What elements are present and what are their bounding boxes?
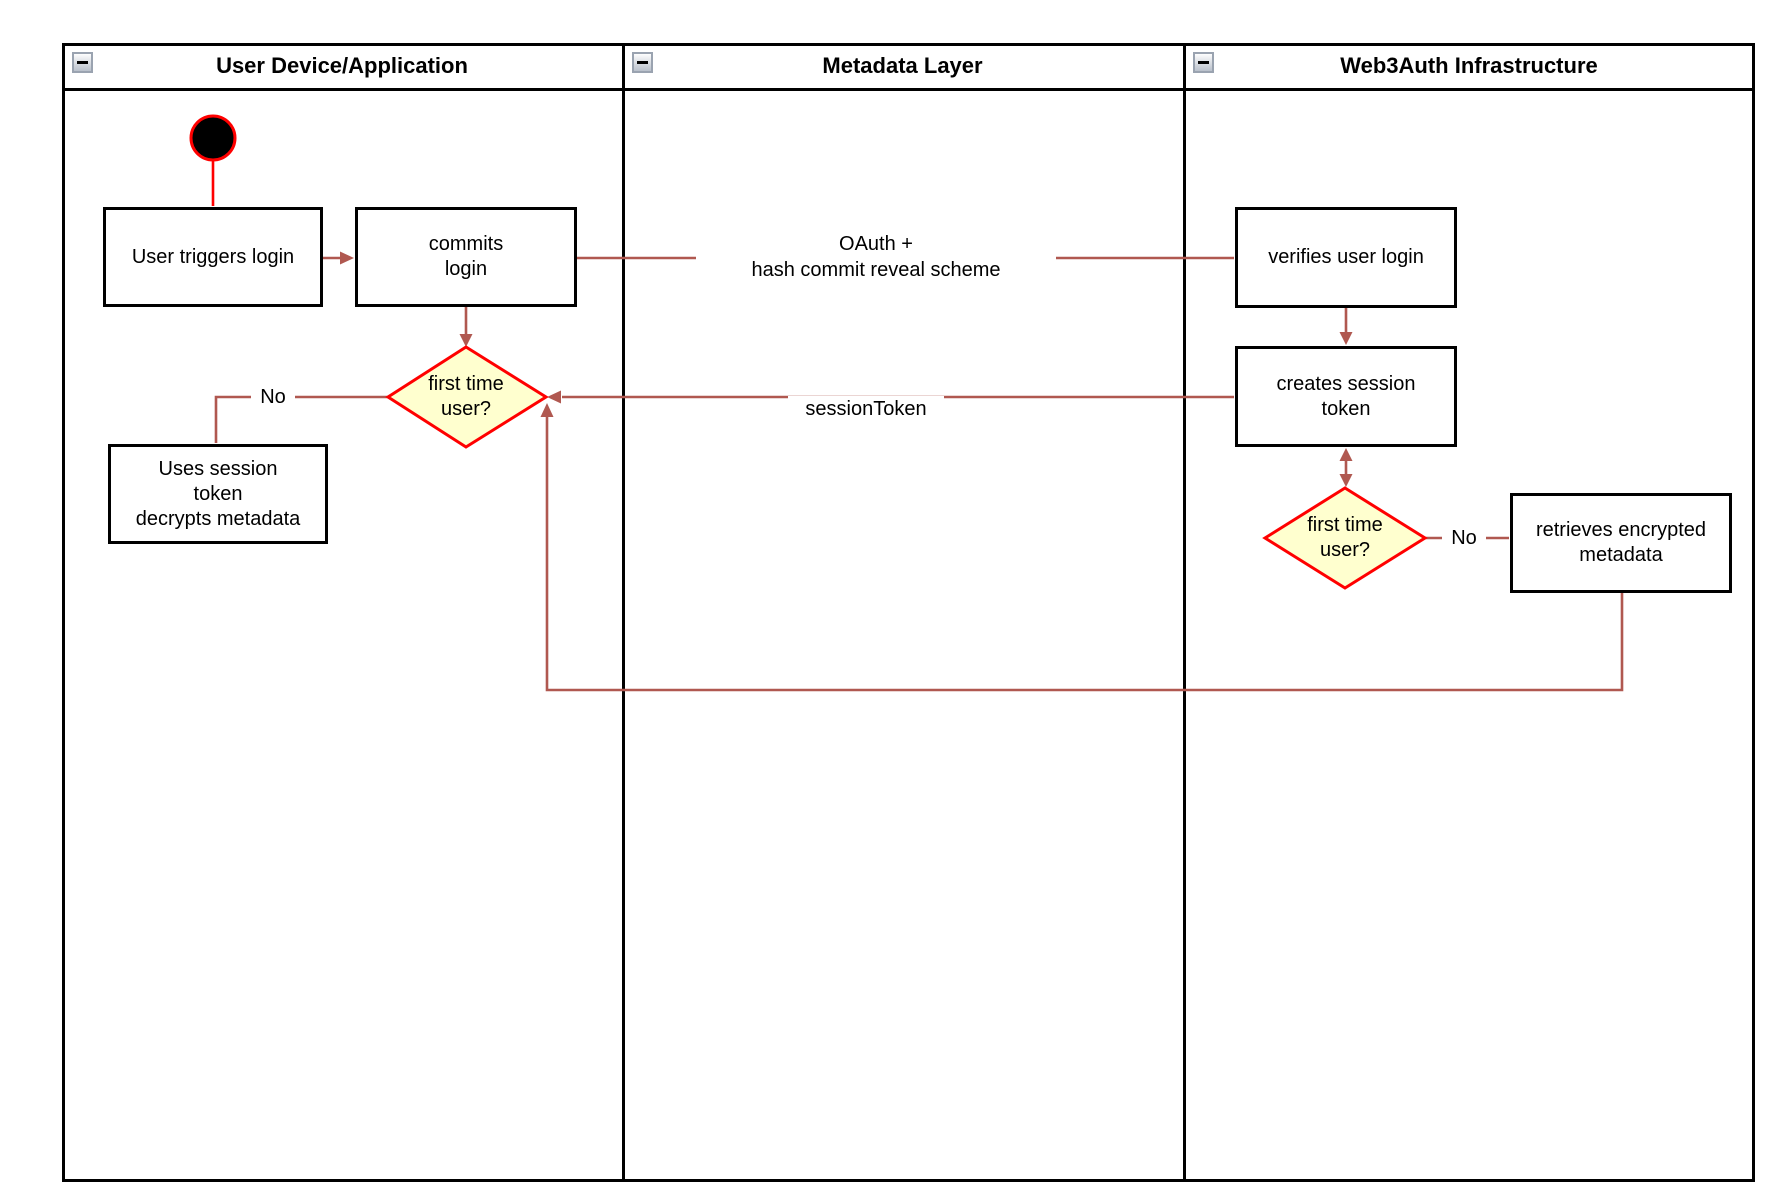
arrowhead-down-into-creates-session <box>1339 332 1353 345</box>
node-uses-session-token[interactable]: Uses session token decrypts metadata <box>108 444 328 544</box>
minus-icon <box>637 61 648 64</box>
lane-divider-2 <box>1183 43 1186 1182</box>
collapse-lane-button-web3auth[interactable] <box>1193 52 1214 73</box>
edge-label-no-user-device: No <box>251 386 295 409</box>
decision-first-time-user-device[interactable] <box>385 345 549 449</box>
collapse-lane-button-metadata-layer[interactable] <box>632 52 653 73</box>
node-creates-session-token[interactable]: creates session token <box>1235 346 1457 447</box>
edge-label-oauth: OAuth + hash commit reveal scheme <box>696 231 1056 283</box>
arrowhead-left-into-decision-user-device <box>547 390 561 404</box>
arrowhead-down-into-decision-user-device <box>459 334 473 347</box>
lane-header-divider <box>62 88 1755 91</box>
lane-title-user-device: User Device/Application <box>216 52 468 78</box>
start-node[interactable] <box>189 114 237 162</box>
node-retrieves-encrypted-metadata[interactable]: retrieves encrypted metadata <box>1510 493 1732 593</box>
edge-retrieves-metadata-loop-to-decision <box>545 416 1624 692</box>
lane-title-metadata-layer: Metadata Layer <box>822 52 983 78</box>
decision-first-time-web3auth[interactable] <box>1262 486 1428 590</box>
collapse-lane-button-user-device[interactable] <box>72 52 93 73</box>
lane-divider-1 <box>622 43 625 1182</box>
edge-label-no-web3auth: No <box>1442 527 1486 550</box>
arrowhead-down-into-decision-web3auth <box>1339 474 1353 487</box>
arrowhead-up-into-creates-session <box>1339 448 1353 461</box>
pool-frame <box>62 43 1755 1182</box>
node-verifies-user-login[interactable]: verifies user login <box>1235 207 1457 308</box>
arrowhead-up-loop-into-decision-user-device <box>540 403 554 417</box>
node-user-triggers-login[interactable]: User triggers login <box>103 207 323 307</box>
edge-no-to-uses-session-token <box>214 395 388 443</box>
minus-icon <box>77 61 88 64</box>
edge-label-session-token: sessionToken <box>788 396 944 422</box>
lane-title-web3auth-infrastructure: Web3Auth Infrastructure <box>1340 52 1598 78</box>
arrowhead-right-into-commits-login <box>340 251 354 265</box>
node-commits-login[interactable]: commits login <box>355 207 577 307</box>
minus-icon <box>1198 61 1209 64</box>
